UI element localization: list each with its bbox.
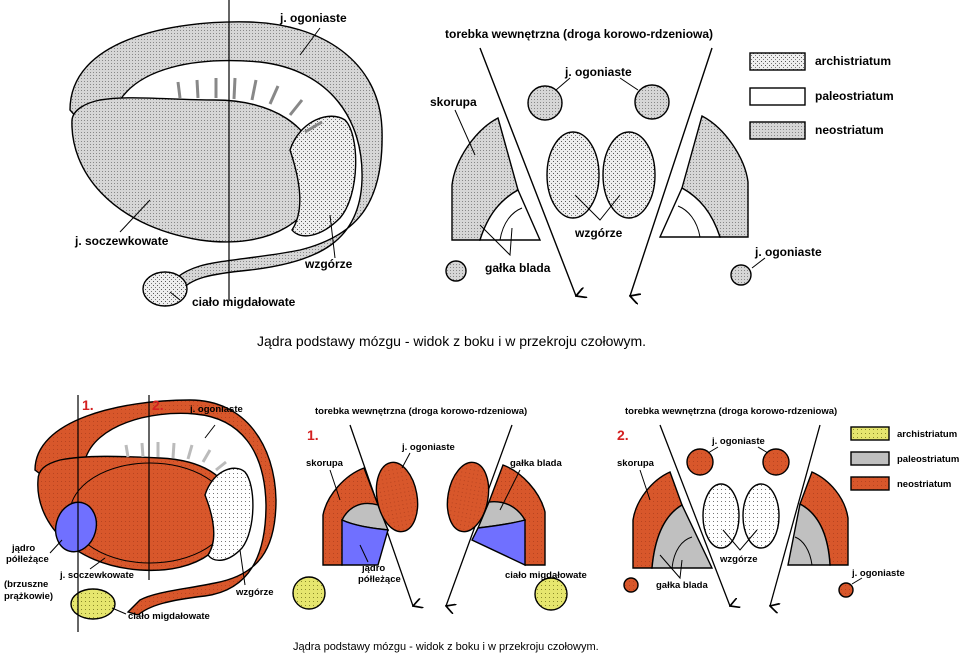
bottom-s1-right-pallidus-blue	[471, 519, 526, 567]
top-label-section-thalamus: wzgórze	[574, 226, 623, 240]
bottom-label-accumbens-2: półleżące	[6, 554, 49, 565]
top-legend-swatch-neostriatum	[749, 121, 806, 140]
top-striated-bridges	[176, 77, 323, 134]
bottom-thalamus-shape	[204, 467, 254, 561]
top-legend-label-archistriatum: archistriatum	[815, 54, 891, 68]
bottom-number-2: 2.	[152, 397, 164, 413]
bottom-s1-left-pallidus-blue	[341, 518, 389, 566]
bottom-s2-thalamus-right	[742, 483, 780, 549]
bottom-s2-left-pallidus	[651, 504, 714, 569]
top-thalamus-left	[546, 131, 600, 219]
top-label-putamen: skorupa	[430, 95, 477, 109]
bottom-s1-number: 1.	[307, 427, 319, 443]
top-side-view: j. ogoniaste j. soczewkowate wzgórze cia…	[69, 0, 383, 309]
top-thalamus-shape	[289, 115, 357, 237]
bottom-side-view: 1. 2. j. ogoniaste jądro półleżące (brzu…	[4, 395, 277, 632]
top-lentiform-shape	[71, 97, 319, 243]
bottom-s1-amygdala-left	[292, 576, 326, 610]
bottom-label-caudate: j. ogoniaste	[189, 404, 243, 415]
bottom-legend-swatch-paleostriatum	[850, 451, 890, 466]
bottom-s2-label-pallidus: gałka blada	[656, 580, 708, 591]
top-right-pallidus	[658, 187, 721, 238]
bottom-label-accumbens-1: jądro	[11, 543, 35, 554]
top-legend-label-paleostriatum: paleostriatum	[815, 89, 894, 103]
bottom-s2-number: 2.	[617, 427, 629, 443]
bottom-caudate-shape	[34, 399, 277, 616]
top-coronal-section: torebka wewnętrzna (droga korowo-rdzenio…	[430, 27, 822, 296]
top-caudate-small-right	[730, 264, 752, 286]
top-label-thalamus: wzgórze	[304, 257, 353, 271]
bottom-legend: archistriatum paleostriatum neostriatum	[850, 426, 959, 491]
bottom-s1-label-amygdala: ciało migdałowate	[505, 570, 587, 581]
top-legend-label-neostriatum: neostriatum	[815, 123, 884, 137]
bottom-s2-caudate-small-left	[623, 577, 639, 593]
bottom-label-striatum-1: (brzuszne	[4, 579, 48, 590]
bottom-s1-label-accumbens-1: jądro	[361, 563, 385, 574]
top-left-pallidus	[479, 189, 542, 241]
bottom-amygdala-shape	[70, 588, 116, 620]
bottom-striated-bridges	[124, 442, 227, 472]
bottom-label-lentiform: j. soczewkowate	[59, 570, 134, 581]
bottom-s1-amygdala-right	[534, 577, 568, 611]
bottom-s1-label-accumbens-2: półleżące	[358, 574, 401, 585]
top-label-lentiform: j. soczewkowate	[74, 234, 169, 248]
bottom-label-amygdala: ciało migdałowate	[128, 611, 210, 622]
bottom-s2-caudate-left	[686, 448, 714, 476]
top-caudate-right	[634, 84, 670, 120]
bottom-s2-label-thalamus: wzgórze	[719, 554, 757, 565]
bottom-s2-label-caudate: j. ogoniaste	[711, 436, 765, 447]
top-label-section-caudate: j. ogoniaste	[564, 65, 632, 79]
bottom-s1-label-putamen: skorupa	[306, 458, 344, 469]
bottom-label-thalamus: wzgórze	[235, 587, 273, 598]
bottom-s2-caudate-small-right	[838, 582, 854, 598]
bottom-s1-caudate-right	[446, 461, 490, 533]
bottom-legend-label-archistriatum: archistriatum	[897, 429, 957, 440]
top-caption: Jądra podstawy mózgu - widok z boku i w …	[257, 333, 646, 349]
bottom-s1-label-caudate: j. ogoniaste	[401, 442, 455, 453]
bottom-s2-label-capsule: torebka wewnętrzna (droga korowo-rdzenio…	[625, 406, 837, 417]
bottom-section-1: torebka wewnętrzna (droga korowo-rdzenio…	[292, 406, 587, 611]
bottom-s2-thalamus-left	[702, 483, 740, 549]
bottom-legend-swatch-archistriatum	[850, 426, 890, 441]
bottom-section-2: torebka wewnętrzna (droga korowo-rdzenio…	[617, 406, 905, 606]
bottom-s1-label-capsule: torebka wewnętrzna (droga korowo-rdzenio…	[315, 406, 527, 417]
top-amygdala-shape	[142, 271, 188, 307]
top-label-pallidus: gałka blada	[485, 261, 551, 275]
top-legend-swatch-paleostriatum	[749, 87, 806, 106]
bottom-s2-label-caudate-small: j. ogoniaste	[851, 568, 905, 579]
top-label-capsule: torebka wewnętrzna (droga korowo-rdzenio…	[445, 27, 713, 41]
bottom-number-1: 1.	[82, 397, 94, 413]
top-legend: archistriatum paleostriatum neostriatum	[749, 52, 894, 140]
bottom-caption: Jądra podstawy mózgu - widok z boku i w …	[293, 641, 599, 653]
bottom-legend-label-neostriatum: neostriatum	[897, 479, 951, 490]
bottom-s1-label-pallidus: gałka blada	[510, 458, 562, 469]
bottom-accumbens-shape	[54, 501, 98, 553]
top-caudate-left	[527, 85, 563, 121]
bottom-legend-label-paleostriatum: paleostriatum	[897, 454, 959, 465]
bottom-s2-label-putamen: skorupa	[617, 458, 655, 469]
top-label-amygdala: ciało migdałowate	[192, 295, 296, 309]
bottom-s1-caudate-left	[375, 461, 419, 533]
top-label-caudate-small: j. ogoniaste	[754, 245, 822, 259]
bottom-legend-swatch-neostriatum	[850, 476, 890, 491]
top-legend-swatch-archistriatum	[749, 52, 806, 71]
top-thalamus-right	[602, 131, 656, 219]
bottom-label-striatum-2: prążkowie)	[4, 591, 53, 602]
top-label-caudate: j. ogoniaste	[279, 11, 347, 25]
bottom-s2-right-pallidus	[787, 502, 831, 566]
top-caudate-small-left	[445, 260, 467, 282]
bottom-s2-caudate-right	[762, 448, 790, 476]
